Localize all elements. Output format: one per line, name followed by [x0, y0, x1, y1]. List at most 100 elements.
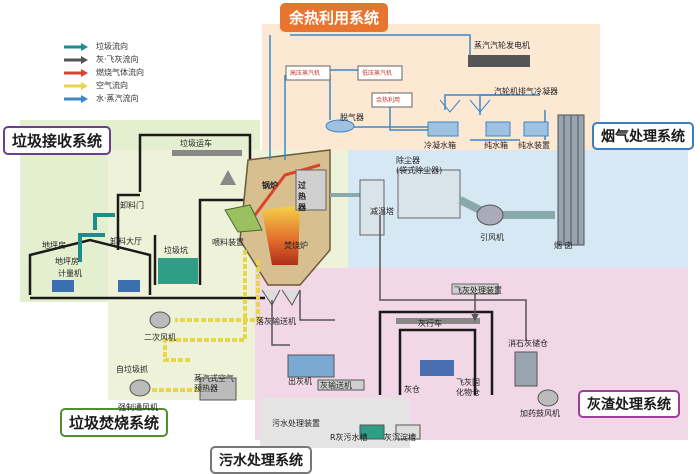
legend-garbage-arrow-icon — [64, 42, 88, 51]
chimney-stripes — [563, 115, 579, 245]
label-sewage-device: 污水处理装置 — [272, 419, 320, 428]
induced-fan-shape — [476, 204, 504, 226]
label-forced-fan: 强制通风机 — [118, 403, 158, 412]
label-feed-hopper: 喂料装置 — [212, 238, 244, 247]
label-ash-conveyor: 灰输送机 — [320, 381, 352, 390]
sewage-tank-shape — [359, 424, 385, 440]
label-auto-crane: 自垃圾抓 — [116, 365, 148, 374]
pure-device-shape — [523, 121, 549, 137]
label-metering: 计量机 — [58, 269, 82, 278]
label-settling-tank: 灰沉淀槽 — [384, 433, 416, 442]
title-flue-gas: 烟气处理系统 — [592, 122, 694, 150]
label-unload-door: 卸料门 — [120, 201, 144, 210]
feed-chute — [224, 204, 263, 233]
label-garbage-pit: 垃圾坑 — [164, 246, 188, 255]
unloading-ramp — [93, 213, 115, 230]
lime-silo-shape — [514, 351, 538, 387]
weigh-truck-2 — [118, 280, 140, 292]
ash-crane-rail — [396, 318, 480, 324]
reception-building — [28, 133, 265, 300]
pure-tank-shape — [485, 121, 511, 137]
ash-out-shape — [287, 354, 335, 378]
legend-label: 垃圾流向 — [96, 42, 128, 51]
legend-item-air: 空气流向 — [62, 79, 144, 92]
label-weigh-house2: 地坪房 — [55, 257, 79, 266]
legend-label: 水·蒸汽流向 — [96, 94, 139, 103]
title-waste-heat: 余热利用系统 — [280, 3, 389, 32]
label-slag-pit: 灰仓 — [404, 385, 420, 394]
lp-header-box — [357, 65, 403, 81]
forced-fan-shape — [129, 379, 151, 397]
preheater-shape — [199, 377, 237, 401]
hp-header-box — [285, 65, 331, 81]
ash-conveyor-shape — [317, 379, 365, 391]
condenser-loop — [439, 99, 491, 113]
label-condensate-tank: 冷凝水箱 — [424, 141, 456, 150]
legend-item-ash: 灰·飞灰流向 — [62, 53, 144, 66]
label-incinerator: 焚烧炉 — [284, 241, 308, 250]
sewage-zone — [260, 398, 410, 448]
label-lime-silo: 消石灰储仓 — [508, 339, 548, 348]
garbage-flow-in — [78, 233, 105, 262]
settling-tank-shape — [395, 424, 421, 440]
legend-label: 灰·飞灰流向 — [96, 55, 139, 64]
label-waste-heat-use: 余热利用 — [376, 97, 401, 104]
label-lp-header: 低压蒸汽机 — [362, 70, 393, 77]
label-garbage-truck: 垃圾运车 — [180, 139, 212, 148]
label-induced-fan: 引风机 — [480, 233, 504, 242]
weigh-truck-1 — [52, 280, 74, 292]
legend-combustion-arrow-icon — [64, 68, 88, 77]
label-unload-hall: 卸料大厅 — [110, 237, 142, 246]
ash-truck-shape — [420, 360, 454, 376]
dust-collector-shape — [397, 169, 461, 219]
label-fly-ash-solid: 飞灰固化物仓 — [456, 378, 480, 397]
ash-hoppers — [261, 289, 301, 306]
label-chimney: 烟 囱 — [554, 241, 573, 250]
title-sewage: 污水处理系统 — [210, 446, 312, 474]
deaerator-shape — [325, 119, 355, 133]
steam-piping — [269, 34, 546, 160]
superheater-block — [295, 169, 327, 211]
title-incineration: 垃圾焚烧系统 — [60, 408, 169, 437]
label-boiler: 锅炉 — [262, 181, 278, 190]
legend-item-garbage: 垃圾流向 — [62, 40, 144, 53]
label-turbine: 蒸汽汽轮发电机 — [474, 41, 530, 50]
label-dust-collector: 除尘器 (袋式除尘器) — [396, 156, 443, 175]
dosing-fan-shape — [537, 389, 559, 407]
lime-flow — [379, 215, 527, 340]
label-secondary-fan: 二次风机 — [144, 333, 176, 342]
legend-item-combustion: 燃烧气体流向 — [62, 66, 144, 79]
flue-gas-zone — [338, 150, 688, 270]
ash-building — [378, 310, 494, 395]
legend-water-arrow-icon — [64, 94, 88, 103]
to-fan-duct — [458, 196, 555, 219]
crane-grab — [220, 170, 236, 185]
furnace-fire — [262, 205, 300, 265]
legend-label: 空气流向 — [96, 81, 128, 90]
legend-ash-arrow-icon — [64, 55, 88, 64]
title-waste-reception: 垃圾接收系统 — [3, 126, 112, 155]
condensate-tank-shape — [427, 121, 459, 137]
turbine-shape — [468, 55, 530, 67]
legend-air-arrow-icon — [64, 81, 88, 90]
label-hp-header: 高压蒸汽机 — [290, 70, 321, 77]
label-cooling-tower: 减温塔 — [370, 207, 394, 216]
legend-item-water: 水·蒸汽流向 — [62, 92, 144, 105]
hot-gas-flow — [253, 163, 321, 216]
legend: 垃圾流向 灰·飞灰流向 燃烧气体流向 空气流向 水·蒸汽流向 — [62, 40, 144, 105]
air-duct-secondary — [175, 260, 260, 322]
title-ash-slag: 灰渣处理系统 — [578, 390, 680, 418]
ash-flow-lines — [271, 290, 475, 346]
label-pure-device: 纯水装置 — [518, 141, 550, 150]
label-sewage-tank: R灰污水槽 — [330, 433, 368, 442]
label-ash-out: 出灰机 — [288, 377, 312, 386]
label-turbine-exhaust: 汽轮机排气冷凝器 — [494, 87, 558, 96]
garbage-pit-fill — [158, 258, 198, 284]
label-weigh-house: 地坪房 — [42, 241, 66, 250]
label-ash-crane: 灰行车 — [418, 319, 442, 328]
waste-heat-use-box — [371, 92, 413, 108]
label-slag-conveyor: 落灰输送机 — [256, 317, 296, 326]
label-air-preheater: 蒸汽式空气预热器 — [194, 374, 234, 393]
label-deaerator: 脱气器 — [340, 113, 364, 122]
